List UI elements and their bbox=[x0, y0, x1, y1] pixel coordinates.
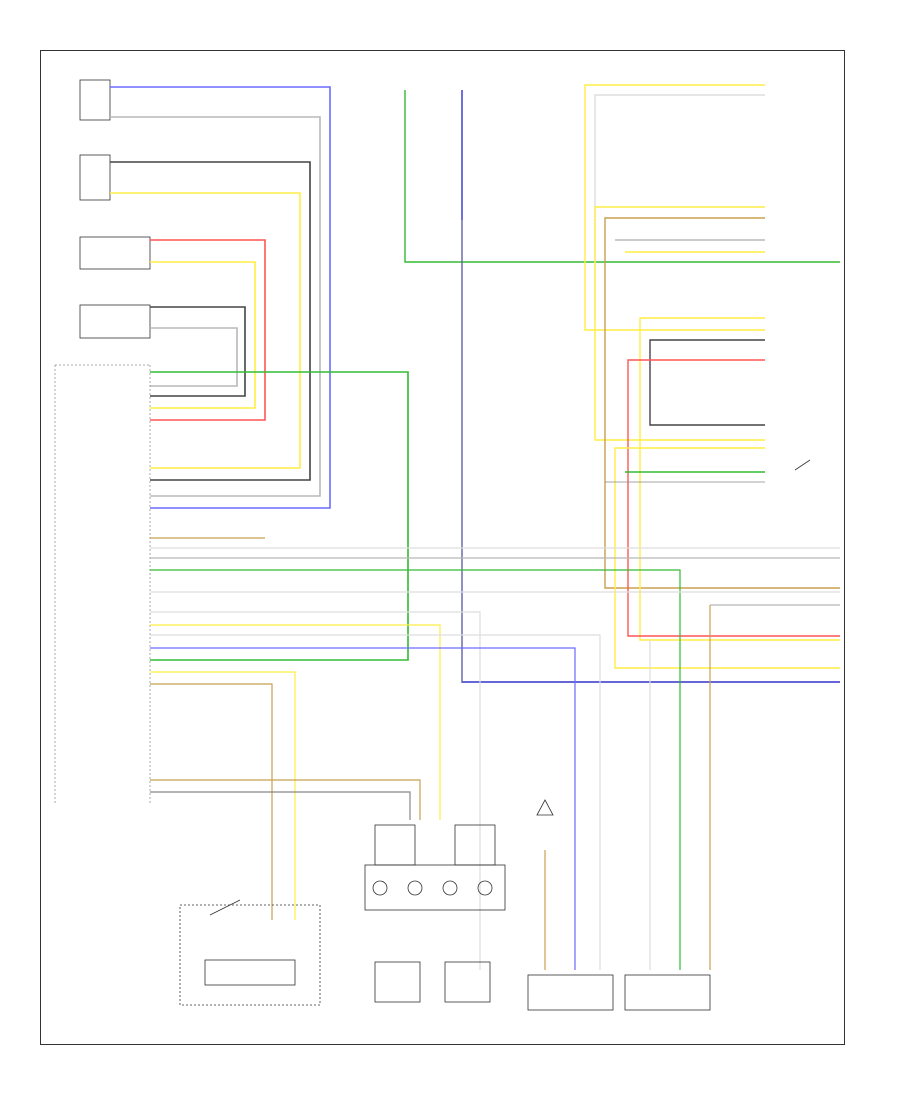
control-module-pins bbox=[54, 364, 151, 805]
yellow-right-1 bbox=[584, 84, 765, 331]
red-right bbox=[627, 359, 840, 637]
sensor-box-1 bbox=[527, 974, 614, 1011]
yellow-drop-2 bbox=[150, 671, 296, 920]
gray-drop bbox=[150, 791, 411, 820]
white-drop-2 bbox=[150, 634, 601, 970]
yellow-wire-1 bbox=[110, 192, 301, 469]
shift-module-box bbox=[179, 904, 321, 1006]
occupant-sensor-box bbox=[79, 236, 151, 270]
airbag-connector-box bbox=[364, 864, 506, 911]
yellow-wire-2 bbox=[150, 261, 256, 409]
blue-drop bbox=[150, 647, 576, 970]
gray-wire-1 bbox=[110, 116, 321, 497]
dark-wire-1 bbox=[110, 161, 311, 481]
white-drop-1 bbox=[150, 611, 481, 970]
green-wire-1 bbox=[150, 371, 409, 661]
dark-wire-2 bbox=[150, 306, 246, 397]
blue-wire bbox=[110, 86, 331, 509]
yellow-right-2 bbox=[594, 206, 765, 441]
passenger-belt-switch-box bbox=[79, 154, 111, 201]
navy-wire bbox=[461, 90, 840, 683]
front-passenger-sensor-box bbox=[79, 304, 151, 339]
tan-drop-2 bbox=[150, 779, 421, 820]
red-wire-1 bbox=[150, 239, 266, 421]
yellow-right-4 bbox=[639, 317, 840, 641]
driver-belt-switch-box bbox=[79, 79, 111, 121]
switch-icon bbox=[209, 899, 241, 916]
left-top-wires bbox=[110, 86, 409, 661]
diagram-frame bbox=[40, 50, 845, 1045]
fuse-group bbox=[404, 90, 840, 683]
yellow-drop-1 bbox=[150, 624, 441, 820]
green-bus bbox=[150, 569, 681, 970]
tan-right bbox=[604, 217, 840, 589]
right-side-wires bbox=[584, 84, 840, 669]
green-power-wire bbox=[404, 90, 840, 263]
ground-icon bbox=[536, 799, 554, 816]
tan-drop bbox=[150, 683, 273, 920]
middle-bundle bbox=[150, 537, 840, 970]
solenoid-box bbox=[204, 959, 296, 986]
left-seatbelt-switch-group bbox=[79, 79, 151, 339]
connector-icon bbox=[372, 880, 388, 896]
bottom-components bbox=[179, 459, 811, 1011]
sensor-box-2 bbox=[624, 974, 711, 1011]
squib-icon bbox=[374, 961, 421, 1003]
gray-wire-2 bbox=[150, 327, 238, 387]
dark-right bbox=[649, 339, 765, 426]
